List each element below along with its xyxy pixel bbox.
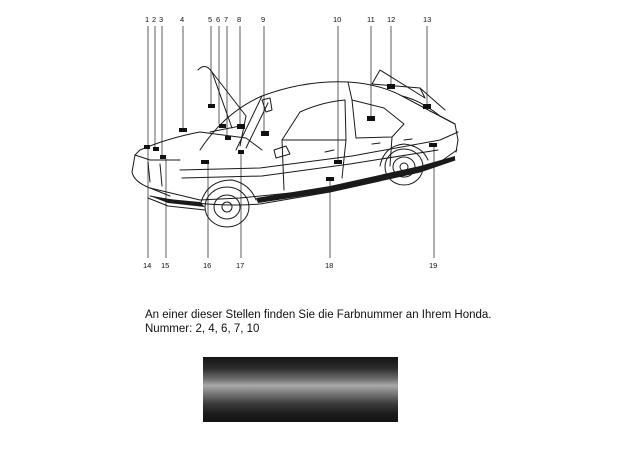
marker-1 bbox=[144, 145, 150, 149]
marker-18 bbox=[326, 177, 334, 181]
marker-6 bbox=[219, 124, 226, 128]
label-6: 6 bbox=[216, 15, 220, 24]
body-stripe-rear bbox=[256, 156, 455, 203]
marker-11 bbox=[367, 116, 375, 121]
label-18: 18 bbox=[325, 261, 333, 270]
label-11: 11 bbox=[367, 15, 375, 24]
car-color-code-location-diagram: 1 2 3 4 5 6 7 8 9 10 11 12 13 14 15 16 1… bbox=[131, 15, 459, 270]
label-4: 4 bbox=[180, 15, 184, 24]
label-3: 3 bbox=[159, 15, 163, 24]
marker-19 bbox=[429, 143, 437, 147]
bottom-number-labels: 14 15 16 17 18 19 bbox=[143, 261, 437, 270]
label-5: 5 bbox=[208, 15, 212, 24]
label-10: 10 bbox=[333, 15, 341, 24]
marker-7 bbox=[225, 136, 231, 140]
label-12: 12 bbox=[387, 15, 395, 24]
label-8: 8 bbox=[237, 15, 241, 24]
label-markers bbox=[144, 84, 437, 181]
color-swatch bbox=[203, 357, 398, 422]
label-1: 1 bbox=[145, 15, 149, 24]
label-2: 2 bbox=[152, 15, 156, 24]
label-9: 9 bbox=[261, 15, 265, 24]
marker-2 bbox=[153, 147, 159, 151]
label-7: 7 bbox=[224, 15, 228, 24]
body-stripe bbox=[150, 196, 205, 207]
marker-5 bbox=[208, 104, 215, 108]
marker-4 bbox=[179, 128, 187, 132]
marker-9 bbox=[261, 131, 269, 136]
marker-16 bbox=[201, 160, 209, 164]
marker-13 bbox=[423, 104, 431, 109]
label-19: 19 bbox=[429, 261, 437, 270]
leader-lines bbox=[147, 26, 435, 258]
label-14: 14 bbox=[143, 261, 151, 270]
caption-line-2: Nummer: 2, 4, 6, 7, 10 bbox=[145, 323, 260, 335]
marker-3 bbox=[160, 155, 166, 159]
top-number-labels: 1 2 3 4 5 6 7 8 9 10 11 12 13 bbox=[145, 15, 431, 24]
label-16: 16 bbox=[203, 261, 211, 270]
marker-10 bbox=[334, 160, 342, 164]
label-13: 13 bbox=[423, 15, 431, 24]
label-15: 15 bbox=[161, 261, 169, 270]
front-wheel bbox=[199, 179, 257, 228]
label-17: 17 bbox=[236, 261, 244, 270]
engine-bay bbox=[209, 97, 273, 133]
marker-17 bbox=[238, 150, 244, 154]
marker-8 bbox=[237, 124, 245, 129]
car-outline bbox=[131, 66, 459, 211]
marker-12 bbox=[387, 84, 395, 89]
caption: An einer dieser Stellen finden Sie die F… bbox=[145, 308, 491, 336]
caption-line-1: An einer dieser Stellen finden Sie die F… bbox=[145, 309, 492, 321]
